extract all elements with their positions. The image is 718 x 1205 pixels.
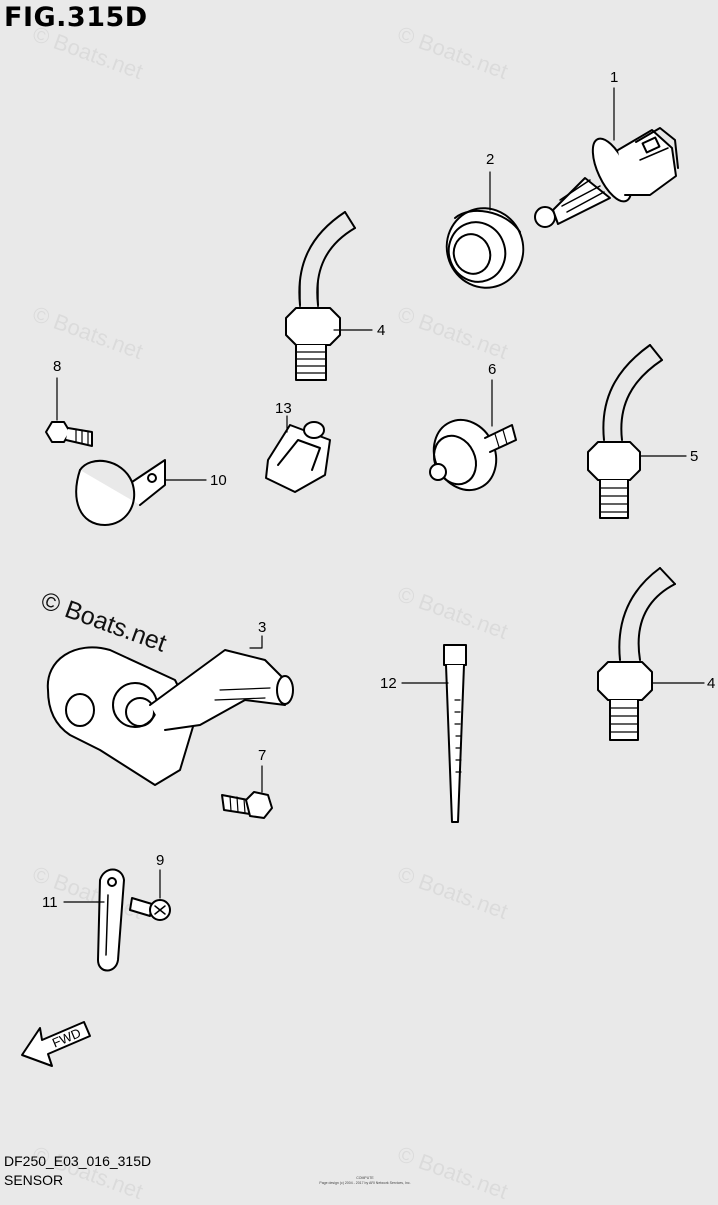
copyright-notice: COMPUTE Page design (c) 2004 - 2017 by A… <box>300 1176 430 1186</box>
callout-9[interactable]: 9 <box>156 852 165 869</box>
callout-8[interactable]: 8 <box>53 358 62 375</box>
callout-5[interactable]: 5 <box>690 448 699 465</box>
part-11-strap[interactable] <box>97 868 125 972</box>
figure-title: FIG.315D <box>4 2 148 33</box>
callout-4-top[interactable]: 4 <box>377 322 386 339</box>
part-13-clip[interactable] <box>265 421 331 493</box>
copyright-line-1: COMPUTE <box>356 1176 374 1180</box>
part-12-cable-tie[interactable] <box>443 644 467 823</box>
part-4-sensor-bottom[interactable] <box>597 567 676 741</box>
callout-10[interactable]: 10 <box>210 472 227 489</box>
fwd-arrow: FWD <box>21 1021 91 1067</box>
callout-1[interactable]: 1 <box>610 69 619 86</box>
part-2-grommet[interactable] <box>436 197 535 298</box>
copyright-line-2: Page design (c) 2004 - 2017 by ARI Netwo… <box>319 1181 411 1185</box>
part-1-temperature-sensor[interactable] <box>534 127 679 228</box>
part-5-sensor[interactable] <box>587 344 663 519</box>
callout-3[interactable]: 3 <box>258 619 267 636</box>
callout-11[interactable]: 11 <box>42 894 58 911</box>
callout-6[interactable]: 6 <box>488 361 497 378</box>
leader-lines <box>56 87 705 903</box>
callout-13[interactable]: 13 <box>275 400 292 417</box>
part-9-screw[interactable] <box>129 897 171 921</box>
callout-2[interactable]: 2 <box>486 151 495 168</box>
part-10-clamp[interactable] <box>75 459 166 526</box>
figure-code: DF250_E03_016_315D <box>4 1153 152 1169</box>
callout-4-bottom[interactable]: 4 <box>707 675 716 692</box>
section-name: SENSOR <box>4 1172 64 1188</box>
part-7-bolt[interactable] <box>221 791 273 819</box>
part-8-bolt[interactable] <box>45 421 93 447</box>
callout-7[interactable]: 7 <box>258 747 267 764</box>
part-4-sensor-top[interactable] <box>285 211 356 381</box>
part-6-knock-sensor[interactable] <box>423 410 517 501</box>
callout-12[interactable]: 12 <box>380 675 397 692</box>
part-3-bracket[interactable] <box>46 646 294 786</box>
